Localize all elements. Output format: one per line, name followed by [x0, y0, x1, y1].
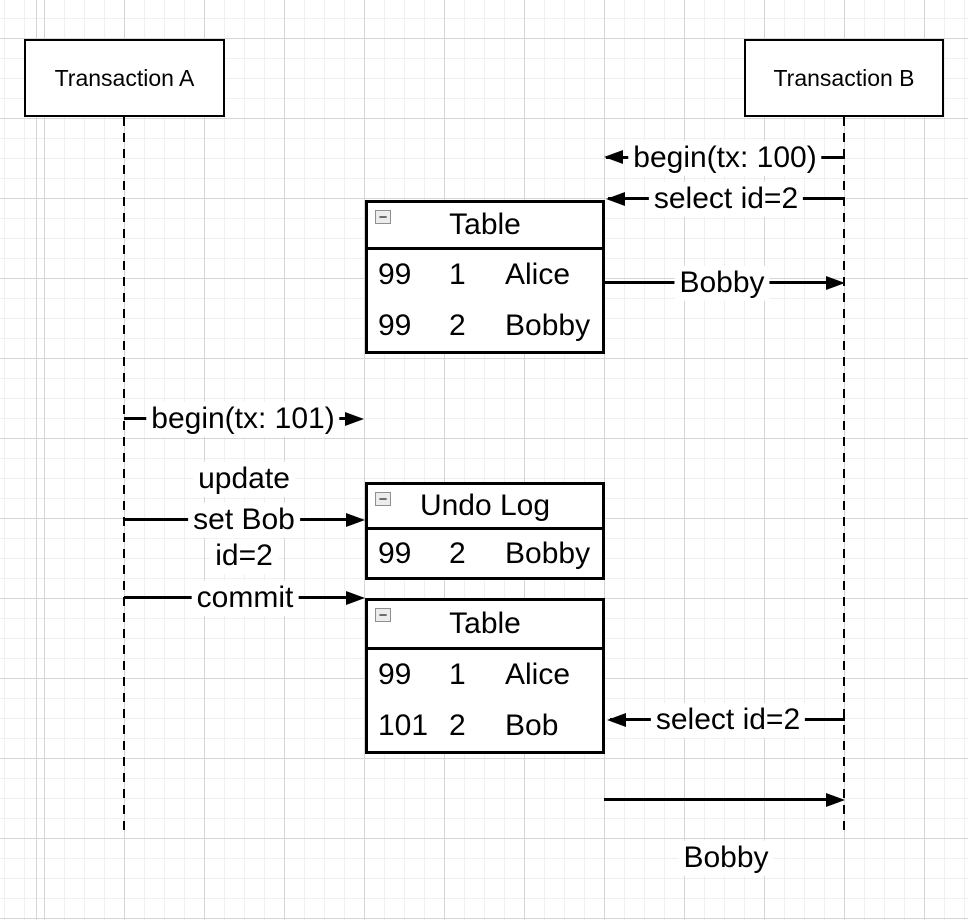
table-cell: 1 [449, 258, 466, 292]
collapse-icon[interactable]: − [375, 608, 391, 623]
message-label-result-bobby[interactable]: Bobby [674, 265, 770, 301]
table-row: 99 1 Alice [368, 650, 602, 701]
table-cell: 2 [449, 536, 466, 570]
collapse-icon[interactable]: − [375, 210, 391, 225]
table-cell: 99 [378, 258, 412, 292]
table-title: Table [449, 607, 521, 640]
collapse-icon[interactable]: − [375, 492, 391, 507]
actor-transaction-a[interactable]: Transaction A [24, 39, 225, 117]
message-label-update-line2[interactable]: set Bob [188, 502, 300, 538]
message-label-update-line3[interactable]: id=2 [210, 538, 278, 574]
lifeline-transaction-a [123, 117, 125, 832]
table-cell: Bobby [505, 308, 591, 342]
message-line-result-bottom [604, 798, 828, 801]
table-row: 99 1 Alice [368, 250, 602, 301]
table-title: Undo Log [419, 489, 551, 522]
table-cell: 99 [378, 308, 412, 342]
arrowhead-left-icon [607, 713, 626, 727]
arrowhead-left-icon [604, 150, 623, 164]
message-label-commit[interactable]: commit [191, 580, 299, 616]
table-shape-1[interactable]: − Table 99 1 Alice 99 2 Bobby [365, 200, 605, 354]
message-label-update-line1[interactable]: update [193, 461, 295, 497]
table-shape-undo-log[interactable]: − Undo Log 99 2 Bobby [365, 482, 605, 580]
message-label-begin-tx100[interactable]: begin(tx: 100) [628, 140, 822, 176]
arrowhead-right-icon [346, 591, 365, 605]
table-cell: 101 [378, 708, 429, 742]
table-cell: Bob [505, 708, 559, 742]
actor-transaction-b[interactable]: Transaction B [744, 39, 944, 117]
table-row: 99 2 Bobby [368, 530, 602, 577]
table-row: 101 2 Bob [368, 701, 602, 752]
table-cell: 2 [449, 708, 466, 742]
table-cell: 2 [449, 308, 466, 342]
message-label-select-bottom[interactable]: select id=2 [650, 702, 806, 738]
actor-transaction-b-label: Transaction B [773, 64, 915, 91]
table-cell: Alice [505, 258, 571, 292]
table-3-header: − Table [368, 601, 602, 650]
message-label-select-top[interactable]: select id=2 [648, 181, 804, 217]
table-row: 99 2 Bobby [368, 301, 602, 352]
lifeline-transaction-b [843, 117, 845, 830]
actor-transaction-a-label: Transaction A [54, 64, 195, 91]
table-cell: 1 [449, 658, 466, 692]
undo-log-header: − Undo Log [368, 485, 602, 530]
message-label-result-bobby-bottom[interactable]: Bobby [678, 840, 774, 876]
table-shape-2[interactable]: − Table 99 1 Alice 101 2 Bob [365, 598, 605, 754]
message-label-begin-tx101[interactable]: begin(tx: 101) [146, 401, 340, 437]
table-1-header: − Table [368, 203, 602, 250]
table-title: Table [449, 208, 521, 241]
arrowhead-right-icon [826, 793, 845, 807]
table-cell: Bobby [505, 536, 591, 570]
table-cell: Alice [505, 658, 571, 692]
arrowhead-left-icon [606, 192, 625, 206]
table-cell: 99 [378, 658, 412, 692]
table-cell: 99 [378, 536, 412, 570]
arrowhead-right-icon [345, 412, 364, 426]
arrowhead-right-icon [346, 513, 365, 527]
arrowhead-right-icon [826, 276, 845, 290]
